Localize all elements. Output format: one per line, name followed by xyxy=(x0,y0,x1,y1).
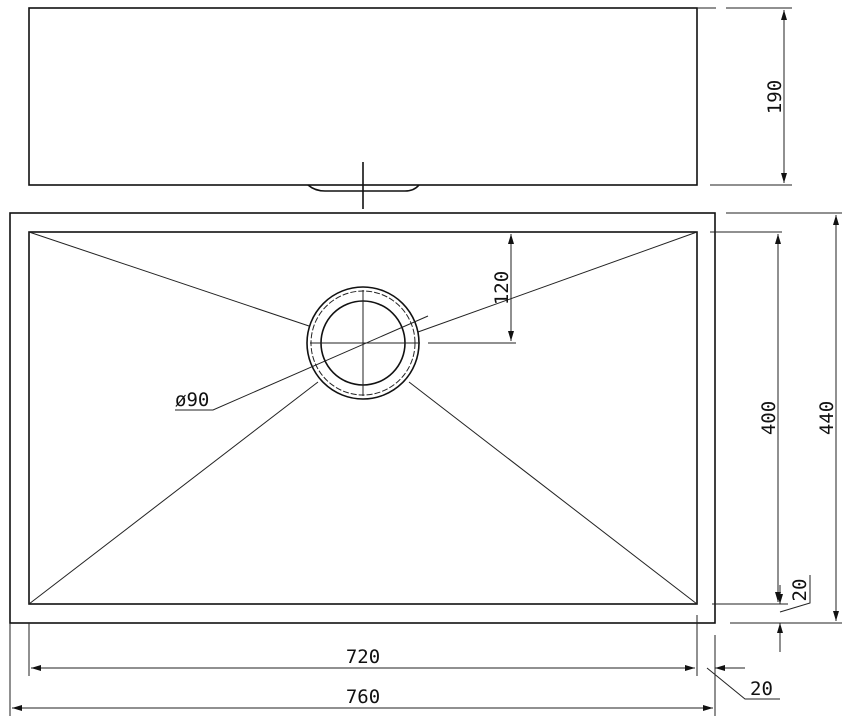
dim-drain-diameter-label: ø90 xyxy=(175,389,209,411)
dim-outer-length-label: 760 xyxy=(346,686,380,708)
side-view: 190 xyxy=(28,7,792,209)
dim-rim-bottom-label: 20 xyxy=(750,678,773,700)
outer-rim xyxy=(9,212,716,624)
length-dimensions: 720 760 20 xyxy=(9,615,780,716)
dim-rim-side-label: 20 xyxy=(789,579,811,602)
inner-basin xyxy=(28,231,698,605)
side-view-body xyxy=(28,7,698,186)
dim-outer-depth-label: 440 xyxy=(816,401,838,435)
dim-inner-depth-label: 400 xyxy=(758,401,780,435)
rim-side-leader xyxy=(779,575,811,613)
slope-line xyxy=(28,231,310,327)
dim-drain-offset-label: 120 xyxy=(491,271,513,305)
slope-line xyxy=(28,381,319,605)
dim-depth-label: 190 xyxy=(764,80,786,114)
top-view: ø90 120 400 440 20 xyxy=(9,212,842,652)
slope-line xyxy=(417,231,698,333)
slope-line xyxy=(408,381,698,605)
rim-bottom-leader xyxy=(706,667,780,700)
dim-inner-length-label: 720 xyxy=(346,646,380,668)
diameter-leader xyxy=(175,315,429,411)
drain-side-profile xyxy=(307,184,420,192)
